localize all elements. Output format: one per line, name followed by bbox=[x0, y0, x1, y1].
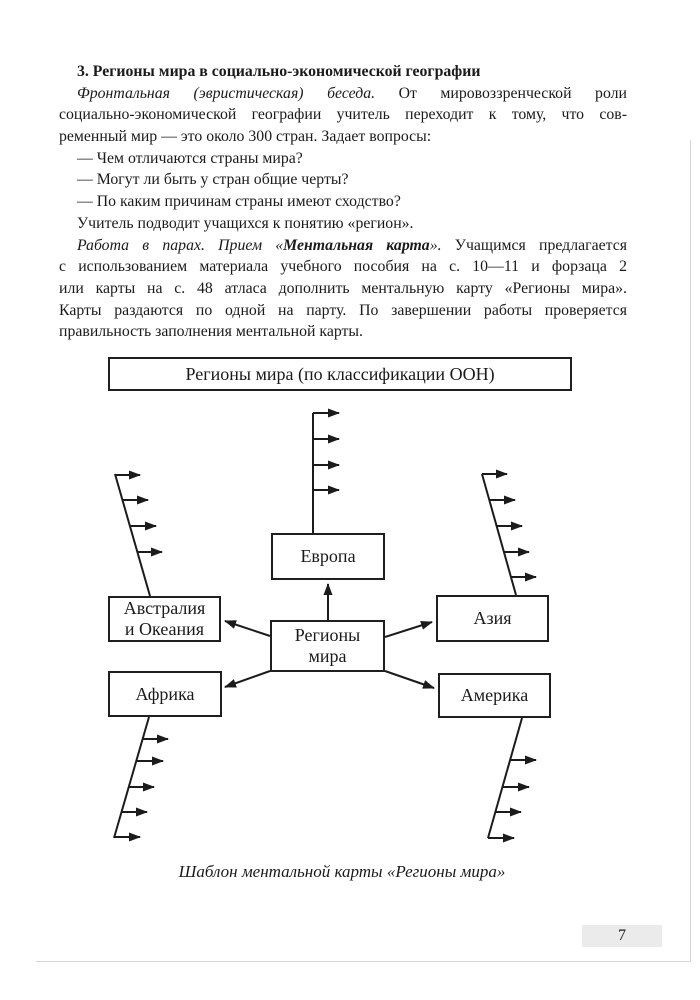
question-line: — Могут ли быть у стран общие черты? bbox=[77, 171, 349, 189]
node-label: Азия bbox=[473, 608, 512, 628]
bold-italic-term: Ментальная карта bbox=[283, 236, 430, 254]
node-label-line: Регионы bbox=[294, 625, 361, 645]
text-line: Работа в парах. Прием «Ментальная карта»… bbox=[59, 235, 627, 257]
europe-branch-arrows bbox=[312, 408, 340, 533]
diagram-node-center: Регионы мира bbox=[270, 620, 385, 672]
italic-lead: ». bbox=[429, 236, 442, 254]
section-heading: 3. Регионы мира в социально-экономическо… bbox=[77, 63, 481, 80]
diagram-title-box: Регионы мира (по классификации ООН) bbox=[108, 357, 572, 391]
text-line: социально-экономической географии учител… bbox=[59, 106, 627, 124]
america-branch-arrows bbox=[487, 717, 537, 843]
diagram-node-asia: Азия bbox=[436, 595, 549, 642]
diagram-node-europe: Европа bbox=[271, 533, 385, 580]
diagram-caption: Шаблон ментальной карты «Регионы мира» bbox=[178, 862, 506, 881]
node-label: Африка bbox=[135, 683, 195, 704]
question-line: — Чем отличаются страны мира? bbox=[77, 149, 303, 167]
text-span: Учащимся предлагается bbox=[454, 236, 627, 254]
diagram-node-africa: Африка bbox=[108, 671, 222, 717]
node-label: Америка bbox=[460, 685, 529, 705]
text-line: ременный мир — это около 300 стран. Зада… bbox=[59, 128, 432, 146]
center-to-america-arrow bbox=[384, 670, 435, 689]
center-to-australia-arrow bbox=[224, 620, 271, 637]
center-to-africa-arrow bbox=[224, 670, 271, 688]
text-line: с использованием материала учебного посо… bbox=[59, 258, 627, 276]
diagram-title: Регионы мира (по классификации ООН) bbox=[185, 363, 495, 384]
page-number: 7 bbox=[582, 925, 662, 947]
page-edge-bottom bbox=[36, 961, 691, 962]
africa-branch-arrows bbox=[113, 716, 169, 842]
italic-lead: Работа в парах. Прием « bbox=[77, 236, 284, 254]
asia-branch-arrows bbox=[481, 469, 537, 596]
text-line: Карты раздаются по одной на парту. По за… bbox=[59, 301, 627, 319]
node-label-line: мира bbox=[308, 646, 347, 666]
australia-branch-arrows bbox=[114, 470, 163, 597]
italic-lead: Фронтальная (эвристическая) беседа. bbox=[77, 84, 376, 102]
node-label: Европа bbox=[300, 546, 356, 566]
diagram-node-australia: Австралия и Океания bbox=[108, 596, 221, 642]
node-label-line: Австралия bbox=[123, 598, 206, 618]
text-line: или карты на с. 48 атласа дополнить мент… bbox=[59, 279, 627, 297]
text-line: Учитель подводит учащихся к понятию «рег… bbox=[77, 214, 414, 232]
text-line: Фронтальная (эвристическая) беседа. От м… bbox=[59, 83, 627, 105]
text-span: От мировоззренческой роли bbox=[398, 84, 627, 102]
question-line: — По каким причинам страны имеют сходств… bbox=[77, 193, 401, 211]
diagram-node-america: Америка bbox=[438, 673, 551, 718]
text-line: правильность заполнения ментальной карты… bbox=[59, 323, 363, 341]
page-edge-right bbox=[690, 140, 691, 962]
center-to-asia-arrow bbox=[384, 621, 433, 638]
lesson-text: 3. Регионы мира в социально-экономическо… bbox=[59, 61, 627, 343]
node-label-line: и Океания bbox=[124, 619, 205, 639]
